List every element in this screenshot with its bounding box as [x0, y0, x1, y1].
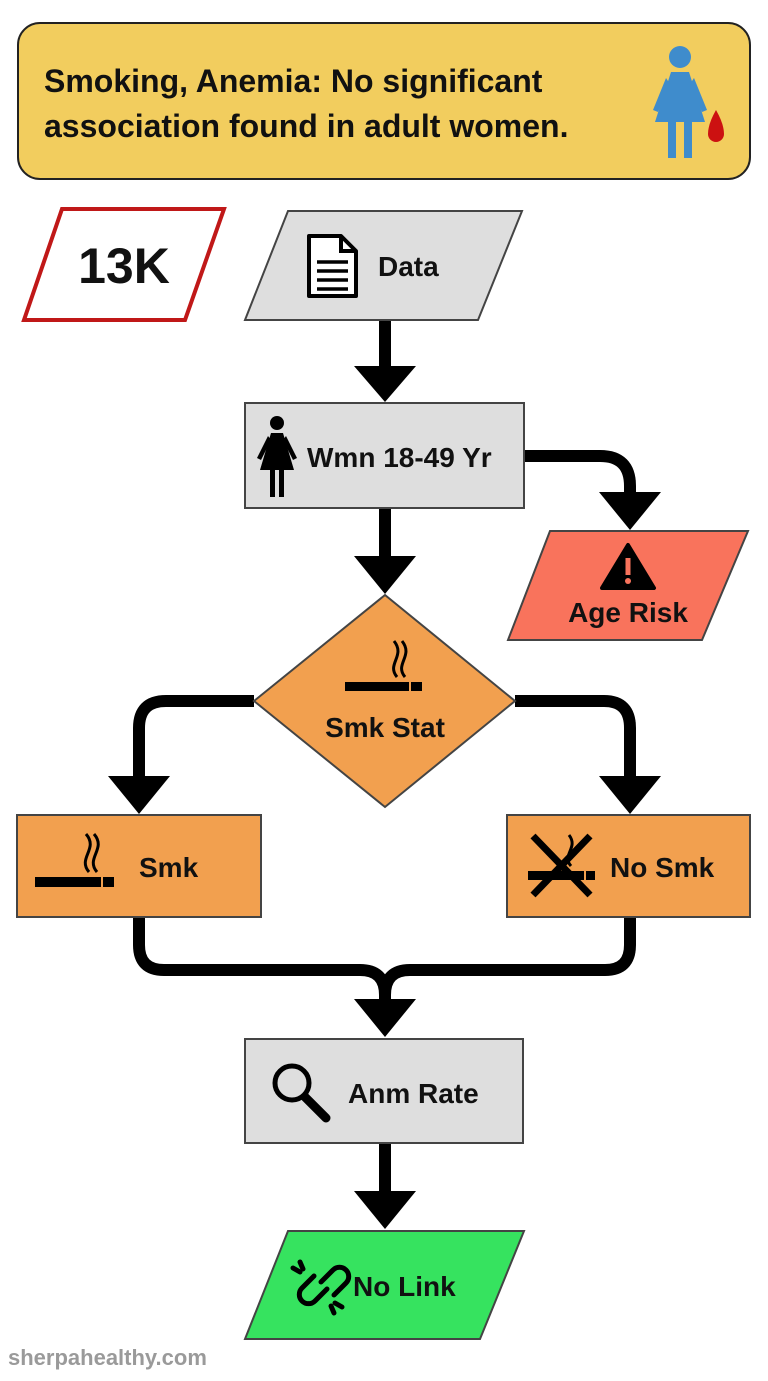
document-icon — [307, 234, 358, 298]
cigarette-icon — [35, 833, 114, 887]
node-data: Data — [243, 210, 524, 321]
arrowhead-rate — [354, 999, 416, 1037]
broken-link-icon — [290, 1259, 352, 1316]
node-smoker: Smk — [16, 814, 262, 918]
magnifier-icon — [272, 1063, 331, 1123]
node-smoking-status-label: Smk Stat — [325, 712, 445, 743]
node-result: No Link — [243, 1230, 526, 1340]
node-smoker-label: Smk — [139, 852, 199, 883]
node-result-label: No Link — [353, 1271, 456, 1302]
node-smoking-status: Smk Stat — [252, 593, 517, 809]
footer-watermark: sherpahealthy.com — [8, 1345, 207, 1370]
node-data-label: Data — [378, 251, 439, 282]
woman-icon — [257, 416, 297, 497]
arrowhead-nonsmoker — [599, 776, 661, 814]
connector-status-to-smoker — [133, 695, 254, 780]
connector-status-to-nonsmoker — [515, 695, 636, 780]
header-title-line1: Smoking, Anemia: No significant — [44, 63, 543, 99]
header-title-line2: association found in adult women. — [44, 108, 568, 144]
woman-blood-drop-icon — [653, 46, 724, 158]
node-anemia-rate-label: Anm Rate — [348, 1078, 479, 1109]
arrowhead-smoker — [108, 776, 170, 814]
node-women: Wmn 18-49 Yr — [244, 402, 525, 509]
node-age-risk: Age Risk — [506, 530, 750, 641]
arrowhead-status — [354, 556, 416, 594]
sample-size-badge: 13K — [21, 207, 227, 322]
arrowheads — [108, 366, 661, 1229]
no-smoking-icon — [528, 833, 595, 898]
warning-icon — [600, 543, 656, 590]
node-women-label: Wmn 18-49 Yr — [307, 442, 492, 473]
connector-women-to-age-risk — [524, 450, 636, 496]
header-banner: Smoking, Anemia: No significant associat… — [17, 22, 751, 180]
node-non-smoker: No Smk — [506, 814, 751, 918]
arrowhead-result — [354, 1191, 416, 1229]
arrowhead-age-risk — [599, 492, 661, 530]
cigarette-icon — [345, 640, 422, 691]
node-non-smoker-label: No Smk — [610, 852, 715, 883]
arrowhead-women — [354, 366, 416, 402]
node-anemia-rate: Anm Rate — [244, 1038, 524, 1144]
connector-nonsmoker-to-merge — [379, 917, 636, 996]
sample-size-label: 13K — [78, 238, 170, 294]
connectors — [133, 320, 636, 1195]
node-age-risk-label: Age Risk — [568, 597, 688, 628]
connector-smoker-to-merge — [133, 917, 391, 1003]
